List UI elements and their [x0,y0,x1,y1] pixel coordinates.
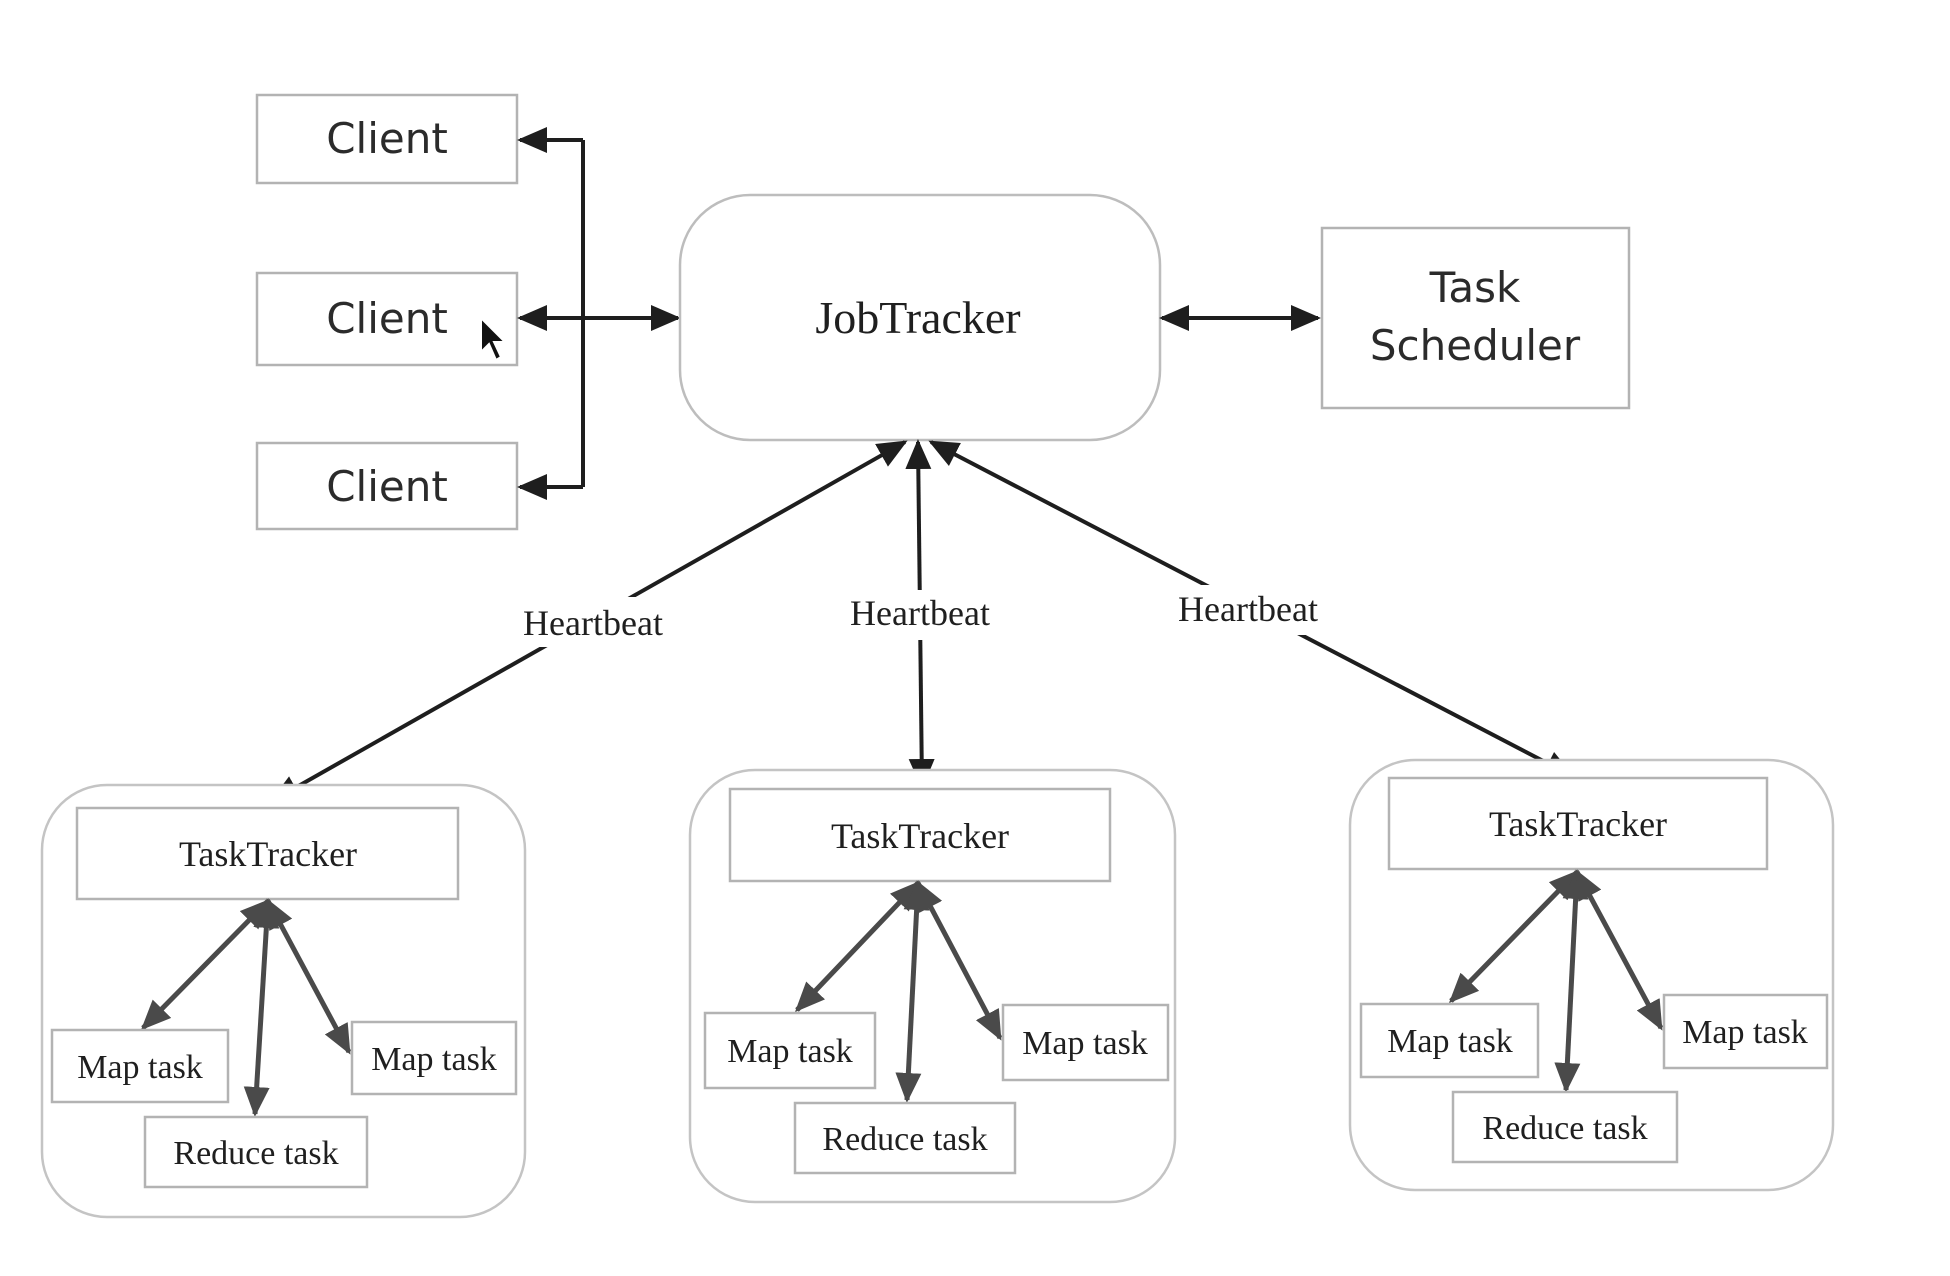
map-task-label: Map task [371,1041,497,1078]
map-task-label: Map task [727,1033,853,1070]
job-tracker-box: JobTracker [678,193,1162,442]
mouse-cursor-icon [480,315,508,362]
heartbeat-label: Heartbeat [523,603,663,643]
task-tracker-group-3: TaskTracker Map task Map task Reduce tas… [1348,758,1835,1192]
task-tracker-label: TaskTracker [179,834,357,874]
client-box-1: Client [255,93,519,185]
heartbeat-label: Heartbeat [1178,589,1318,629]
task-tracker-group-2: TaskTracker Map task Map task Reduce tas… [688,768,1177,1204]
heartbeat-label: Heartbeat [850,593,990,633]
reduce-task-label: Reduce task [173,1135,338,1172]
reduce-task-label: Reduce task [822,1121,987,1158]
task-tracker-group-1: TaskTracker Map task Map task Reduce tas… [40,783,527,1219]
heartbeat-arrow-middle: Heartbeat [840,439,1000,789]
reduce-task-label: Reduce task [1482,1110,1647,1147]
client-label: Client [326,114,448,163]
map-task-label: Map task [1387,1023,1513,1060]
task-scheduler-label-line2: Scheduler [1370,321,1581,370]
heartbeat-arrow-left: Heartbeat [269,440,908,803]
client-box-3: Client [255,441,519,531]
map-task-label: Map task [1682,1014,1808,1051]
job-tracker-label: JobTracker [815,292,1020,343]
heartbeat-arrow-right: Heartbeat [928,440,1575,778]
task-scheduler-box: Task Scheduler [1320,226,1631,410]
map-task-label: Map task [77,1049,203,1086]
map-task-label: Map task [1022,1025,1148,1062]
client-label: Client [326,294,448,343]
task-tracker-label: TaskTracker [831,816,1009,856]
task-scheduler-label-line1: Task [1429,263,1521,312]
task-tracker-label: TaskTracker [1489,804,1667,844]
client-connector [517,127,681,500]
client-label: Client [326,462,448,511]
client-box-2: Client [255,271,519,367]
